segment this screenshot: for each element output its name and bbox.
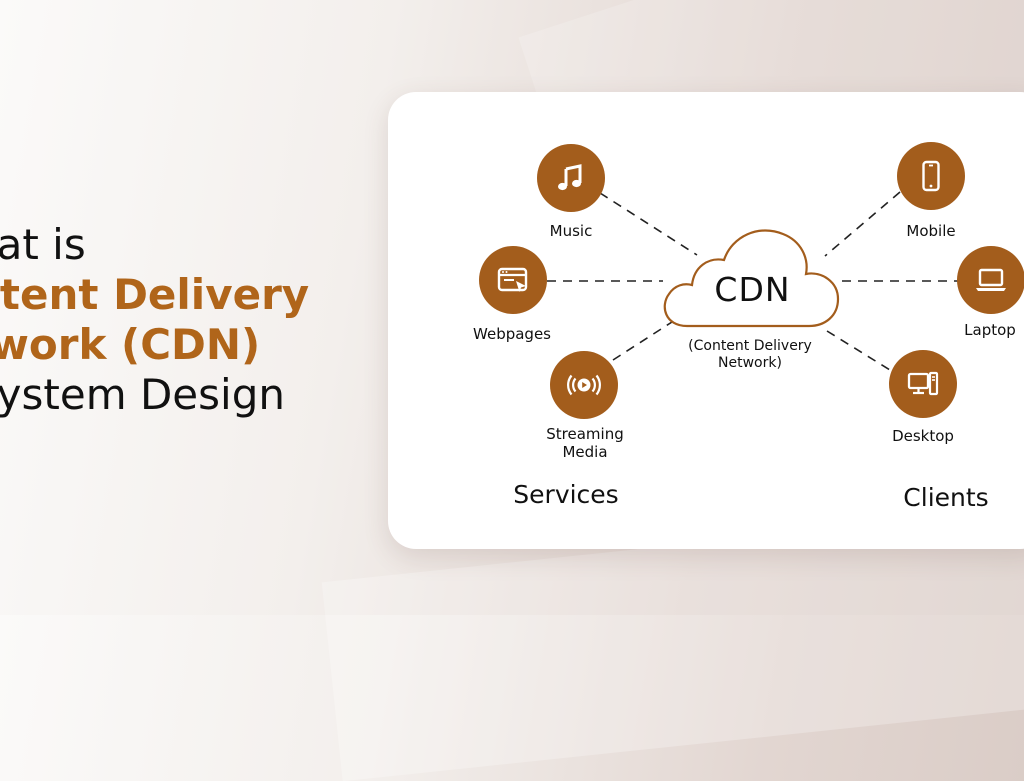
services-group-label: Services: [513, 480, 619, 509]
cdn-subtitle-line-1: (Content Delivery: [688, 338, 812, 354]
client-laptop-label: Laptop: [964, 321, 1016, 339]
client-mobile-label: Mobile: [906, 222, 956, 240]
headline-line-3: twork (CDN): [0, 320, 261, 369]
play-broadcast-icon: [567, 374, 601, 396]
client-mobile: [897, 142, 967, 212]
mobile-phone-icon: [922, 160, 940, 192]
service-streaming-label: Streaming Media: [546, 425, 623, 461]
service-streaming-label-line-2: Media: [562, 443, 608, 461]
headline: hat is ntent Delivery twork (CDN) System…: [0, 220, 309, 420]
headline-line-4: System Design: [0, 370, 285, 419]
service-webpages-label: Webpages: [473, 325, 551, 343]
desktop-computer-icon: [907, 371, 939, 396]
client-laptop: [957, 246, 1024, 316]
headline-line-1: hat is: [0, 220, 86, 269]
laptop-icon: [976, 268, 1006, 291]
headline-line-2: ntent Delivery: [0, 270, 310, 319]
cdn-subtitle: (Content Delivery Network): [650, 338, 850, 372]
browser-window-icon: [497, 267, 528, 292]
service-streaming-media: [550, 351, 620, 421]
client-desktop: [889, 350, 959, 420]
music-note-icon: [558, 164, 582, 191]
cdn-title: CDN: [714, 270, 791, 309]
cdn-subtitle-line-2: Network): [718, 355, 782, 371]
service-music: [537, 144, 607, 214]
cdn-cloud: CDN: [655, 222, 850, 337]
client-desktop-label: Desktop: [892, 427, 954, 445]
service-streaming-label-line-1: Streaming: [546, 425, 624, 443]
clients-group-label: Clients: [903, 483, 989, 512]
service-music-label: Music: [549, 222, 593, 240]
cloud-icon: [663, 229, 840, 328]
service-webpages: [479, 246, 549, 316]
